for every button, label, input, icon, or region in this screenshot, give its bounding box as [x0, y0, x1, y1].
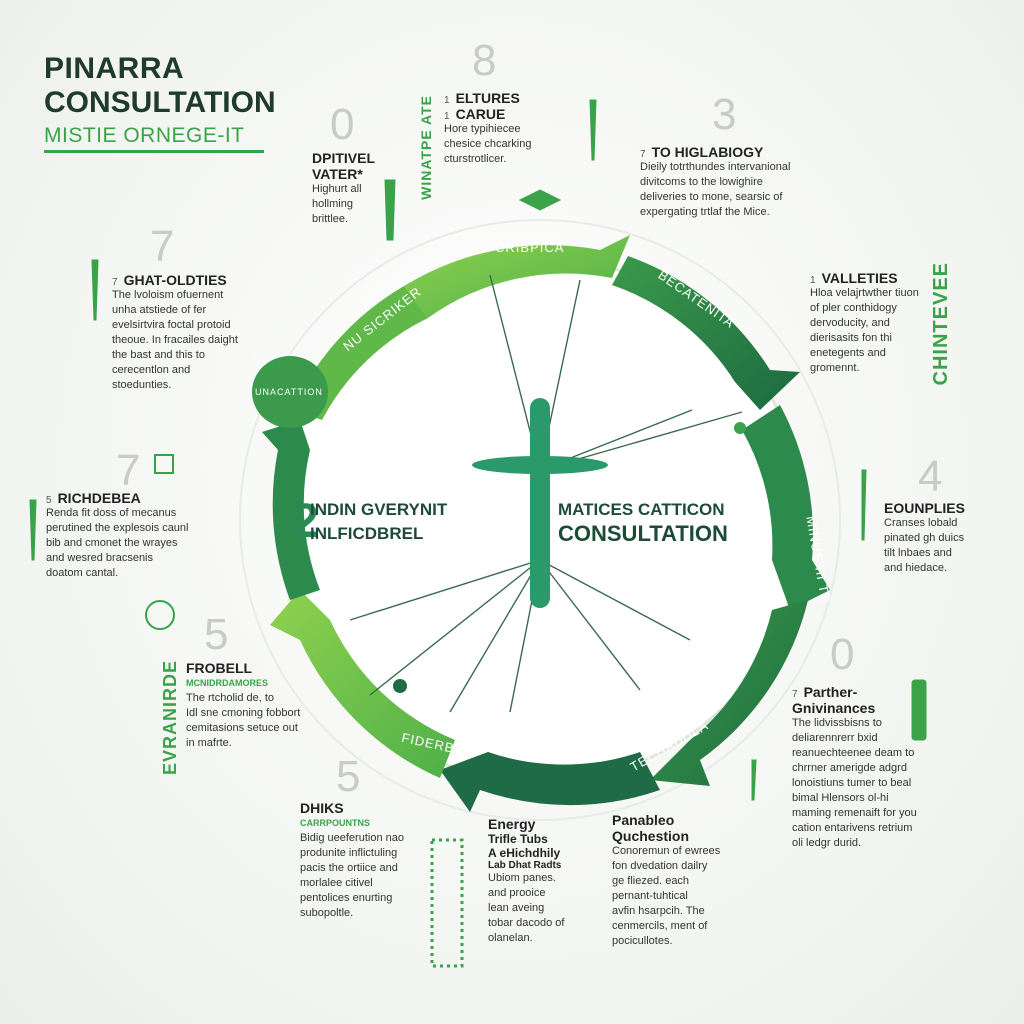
callout-bottom-left: DHIKS CARRPOUNTNS Bidig ueeferution nao …: [300, 800, 418, 921]
callout-right-mid: EOUNPLIES Cranses lobald pinated gh duic…: [884, 500, 994, 576]
center-right-line2: CONSULTATION: [558, 521, 728, 546]
callout-heading: ELTURES: [455, 90, 520, 106]
callout-number: 5: [204, 610, 229, 659]
callout-heading: VALLETIES: [821, 270, 898, 286]
callout-number: 0: [330, 100, 355, 149]
center-glyph: 2: [292, 495, 319, 548]
callout-bottom-right: Panableo Quchestion Conoremun of ewrees …: [612, 812, 742, 949]
subtitle-underline: [44, 150, 264, 153]
callout-body: Conoremun of ewrees fon dvedation dailry…: [612, 845, 721, 947]
leaf-badge: [252, 356, 328, 428]
center-right-text: MATICES CATTICON CONSULTATION: [558, 498, 728, 546]
center-right-line1: MATICES CATTICON: [558, 500, 725, 519]
callout-number: 0: [830, 630, 855, 679]
callout-heading: Panableo: [612, 812, 675, 828]
callout-number: 4: [918, 452, 943, 501]
callout-heading: FROBELL: [186, 660, 253, 676]
ring-segment-top-right: [612, 256, 800, 410]
callout-subheading: CARRPOUNTNS: [300, 818, 371, 828]
ring-segment-left: [262, 420, 320, 600]
page-subtitle: MISTIE ORNEGE-IT: [44, 124, 245, 147]
node-dot: [734, 422, 746, 434]
callout-left-lower: FROBELL MCNIDRDAMORES The rtcholid de, t…: [186, 660, 316, 751]
callout-body: Hloa velajrtwther tiuon of pler conthido…: [810, 287, 919, 374]
right-vertical-label: CHINTEVEE: [930, 262, 952, 386]
callout-body: Ubiom panes. and prooice lean aveing tob…: [488, 872, 565, 944]
callout-body: Highurt all hollming brittlee.: [312, 183, 362, 225]
left-vertical-label: EVRANIRDE: [160, 660, 180, 776]
callout-body: The lvoloism ofuernent unha atstiede of …: [112, 289, 238, 391]
callout-bottom-mid: Energy Trifle Tubs A eHichdhily Lab Dhat…: [488, 816, 598, 946]
ring-segment-bottom-left: [270, 590, 455, 778]
ring-segment-bottom: [440, 752, 660, 812]
center-left-line1: INDIN GVERYNIT: [310, 500, 448, 519]
callout-heading: Gnivinances: [792, 700, 876, 716]
callout-top-left: DPITIVEL VATER* Highurt all hollming bri…: [312, 150, 422, 227]
callout-number: 5: [336, 752, 361, 801]
callout-number: 7: [116, 446, 141, 495]
node-dot: [393, 679, 407, 693]
ring-segment-top: [404, 235, 630, 318]
callout-number: 3: [712, 90, 737, 139]
central-cross-stem: [530, 398, 550, 608]
callout-heading: EOUNPLIES: [884, 500, 965, 516]
ring-segment-right: [742, 405, 830, 610]
callout-number: 7: [150, 222, 175, 271]
callout-heading: Quchestion: [612, 828, 690, 844]
callout-heading: RICHDEBEA: [57, 490, 141, 506]
callout-heading: Energy: [488, 816, 536, 832]
page-title: PINARRA: [44, 52, 185, 85]
outer-guide-circle: [239, 219, 841, 821]
callout-heading: TO HIGLABIOGY: [651, 144, 764, 160]
callout-heading: Parther-: [803, 684, 858, 700]
callout-body: Hore typihiecee chesice chcarking cturst…: [444, 123, 532, 165]
callout-body: The lidvissbisns to deliarennrerr bxid r…: [792, 717, 917, 849]
callout-body: Bidig ueeferution nao produnite inflictu…: [300, 832, 404, 919]
callout-body: The rtcholid de, to Idl sne cmoning fobb…: [186, 692, 301, 749]
page-title-line2: CONSULTATION: [44, 86, 276, 119]
callout-subheading: MCNIDRDAMORES: [186, 678, 268, 688]
center-left-line2: INLFICDBREL: [310, 524, 424, 543]
callout-number: 8: [472, 36, 497, 85]
callout-heading: GHAT-OLDTIES: [123, 272, 227, 288]
callout-heading: DPITIVEL VATER*: [312, 150, 375, 182]
callout-body: Cranses lobald pinated gh duics tilt lnb…: [884, 517, 965, 574]
callout-body: Renda fit doss of mecanus perutined the …: [46, 507, 189, 579]
center-left-text: INDIN GVERYNIT INLFICDBREL: [310, 498, 447, 546]
callout-heading: DHIKS: [300, 800, 344, 816]
central-cross-arm: [472, 456, 608, 474]
callout-heading: CARUE: [455, 106, 506, 122]
ring-label: UNACATTION: [255, 387, 323, 397]
ring-label: CRIBPICA: [495, 240, 564, 255]
ring-segment-bottom-right: [650, 600, 808, 786]
callout-body: Dieily totrthundes intervanional divitco…: [640, 161, 791, 218]
